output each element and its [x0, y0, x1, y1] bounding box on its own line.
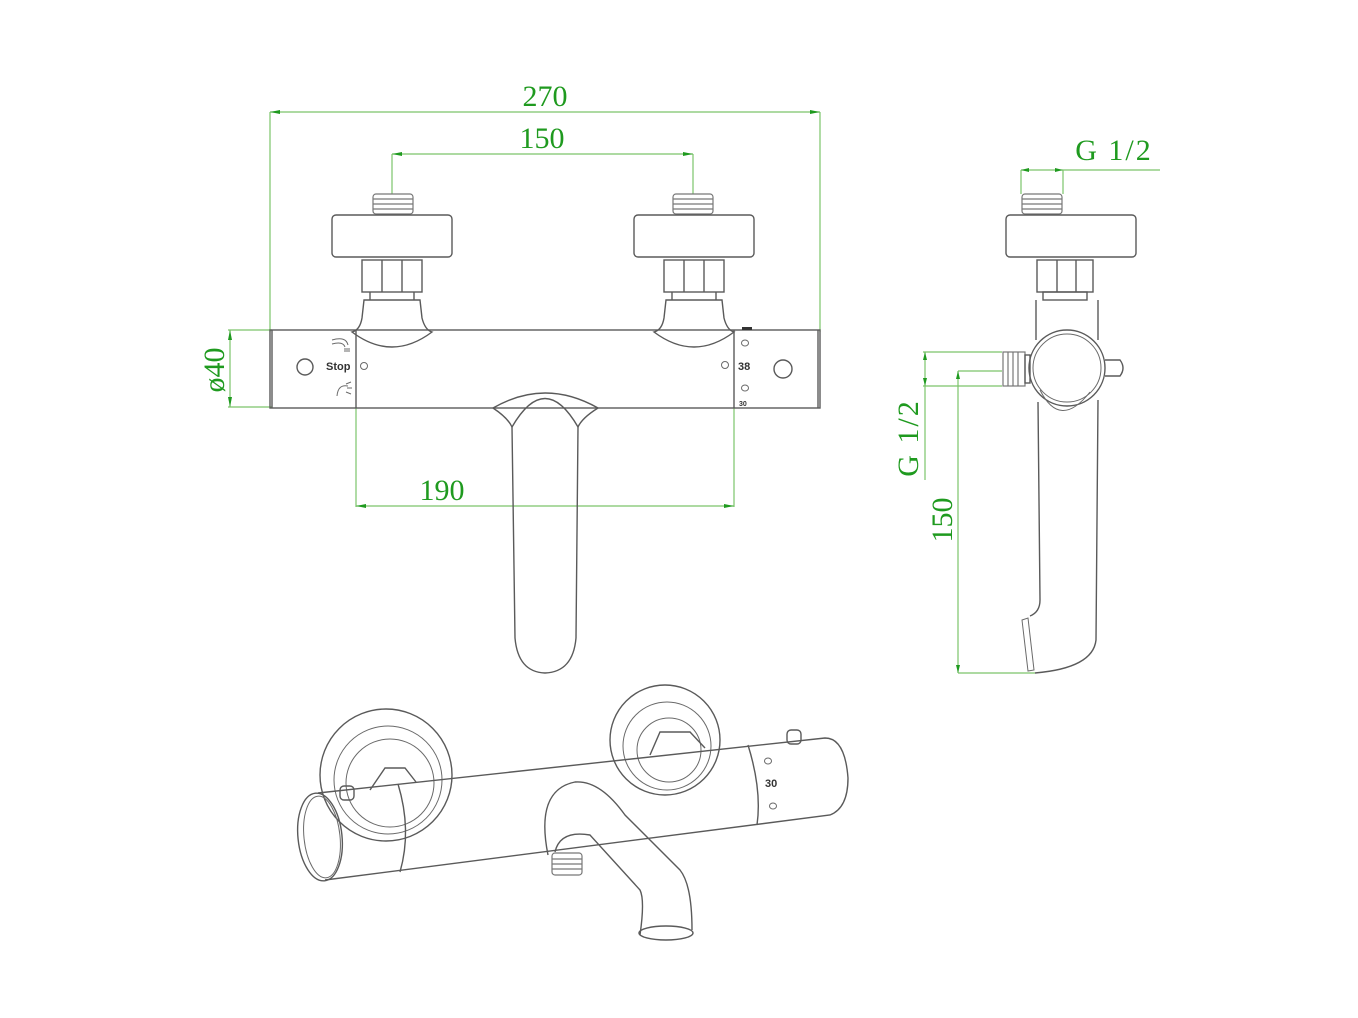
dimension-inlet-spacing: 150: [391, 122, 694, 194]
dim-150-label: 150: [520, 122, 565, 155]
spout-side: [1021, 399, 1099, 674]
dim-270-label: 270: [523, 80, 568, 113]
dimension-outlet-thread: G 1/2: [892, 351, 1002, 480]
outlet-thread-label: G 1/2: [892, 399, 925, 477]
outlet-thread: [551, 852, 583, 876]
dimension-overall-width: 270: [269, 80, 821, 332]
perspective-temp-mark-30: 30: [765, 778, 777, 790]
dimension-inlet-thread: G 1/2: [1020, 134, 1160, 194]
dim-diameter-label: ø40: [198, 348, 231, 393]
perspective-view: 30: [296, 684, 849, 941]
spout-drop-label: 150: [926, 498, 959, 543]
right-inlet-connector: [633, 193, 755, 348]
perspective-body: 30: [296, 729, 849, 882]
right-wall-flange: [609, 684, 721, 796]
perspective-spout: [544, 781, 694, 941]
side-inlet-connector: [1005, 193, 1137, 301]
diverter-handle: Stop: [296, 338, 368, 397]
left-inlet-connector: [331, 193, 453, 348]
spout-front: [492, 392, 599, 674]
dim-190-label: 190: [420, 474, 465, 507]
dimension-spout-span: 190: [355, 407, 735, 508]
thermostat-handle: 38 30: [721, 327, 793, 408]
dimension-body-diameter: ø40: [198, 329, 272, 408]
front-view: 270 150 ø40 190: [198, 80, 821, 674]
temp-mark-30: 30: [739, 401, 747, 408]
temp-mark-38: 38: [738, 361, 750, 373]
mixer-body: [269, 329, 821, 409]
side-body: [1002, 300, 1124, 411]
inlet-thread-label: G 1/2: [1075, 134, 1153, 167]
hand-shower-icon: [336, 381, 352, 397]
shower-head-icon: [331, 338, 350, 352]
side-view: G 1/2 G 1/2 150: [892, 134, 1160, 674]
dimension-spout-drop: 150: [926, 370, 1035, 674]
stop-label: Stop: [326, 361, 351, 373]
